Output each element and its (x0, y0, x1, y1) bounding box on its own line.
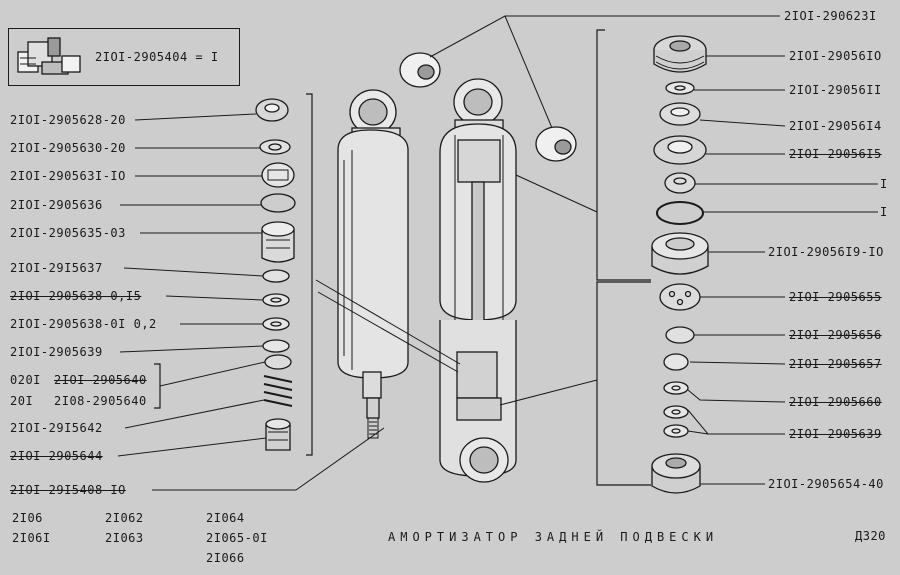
model-code: 2I064 (206, 511, 245, 525)
part-label: 2I08-2905640 (54, 394, 147, 408)
part-label: 2IOI-2905656 (789, 328, 882, 342)
left-bracket (306, 93, 313, 456)
quantity-label: I (880, 205, 888, 219)
part-label: 2IOI-29I5642 (10, 421, 103, 435)
part-label: 2IOI-2905655 (789, 290, 882, 304)
model-code: 2I065-0I (206, 531, 268, 545)
part-label: 2IOI-29I5408-IO (10, 483, 126, 497)
part-label: 2IOI-2905635-03 (10, 226, 126, 240)
left-shock-absorber (337, 89, 409, 439)
left-exploded-parts (255, 98, 296, 451)
kit-code: 2IOI-2905404 = I (95, 50, 219, 64)
part-label: 2IOI-2905630-20 (10, 141, 126, 155)
diagram-title: АМОРТИЗАТОР ЗАДНЕЙ ПОДВЕСКИ (388, 530, 719, 544)
part-label: 2IOI-290563I-IO (10, 169, 126, 183)
right-leader-lines (315, 15, 878, 485)
part-label: 2IOI-2905654-40 (768, 477, 884, 491)
model-code: 2I062 (105, 511, 144, 525)
variant-bracket (154, 363, 161, 409)
variant-prefix: 020I (10, 373, 41, 387)
part-label: 2IOI-29056I4 (789, 119, 882, 133)
left-leader-lines (117, 113, 385, 491)
part-label: 2IOI-29056I5 (789, 147, 882, 161)
model-code: 2I06 (12, 511, 43, 525)
repair-kit-box: 2IOI-2905404 = I (8, 28, 240, 86)
part-label: 2IOI-2905638-0I 0,2 (10, 317, 157, 331)
model-code: 2I066 (206, 551, 245, 565)
part-label: 2IOI-2905639 (10, 345, 103, 359)
part-label: 2IOI-2905638 0,I5 (10, 289, 142, 303)
right-upper-bracket (596, 29, 651, 281)
model-code: 2I06I (12, 531, 51, 545)
part-label: 2IOI-29I5637 (10, 261, 103, 275)
parts-kit-icon (17, 37, 81, 75)
part-label: 2IOI-2905640 (54, 373, 147, 387)
part-label: 2IOI-29056IO (789, 49, 882, 63)
part-label: 2IOI-2905628-20 (10, 113, 126, 127)
part-label: 2IOI-290623I (784, 9, 877, 23)
right-shock-absorber (439, 78, 517, 483)
part-label: 2IOI-2905660 (789, 395, 882, 409)
part-label: 2IOI-2905636 (10, 198, 103, 212)
model-code: 2I063 (105, 531, 144, 545)
variant-prefix: 20I (10, 394, 34, 408)
part-label: 2IOI-2905657 (789, 357, 882, 371)
bushing-parts (399, 52, 577, 162)
right-exploded-parts (651, 35, 709, 494)
right-lower-bracket (596, 281, 651, 486)
part-label: 2IOI-29056II (789, 83, 882, 97)
part-label: 2IOI-2905639 (789, 427, 882, 441)
page-code: Д320 (855, 529, 886, 543)
part-label: 2IOI-29056I9-IO (768, 245, 884, 259)
part-label: 2IOI-2905644 (10, 449, 103, 463)
quantity-label: I (880, 177, 888, 191)
